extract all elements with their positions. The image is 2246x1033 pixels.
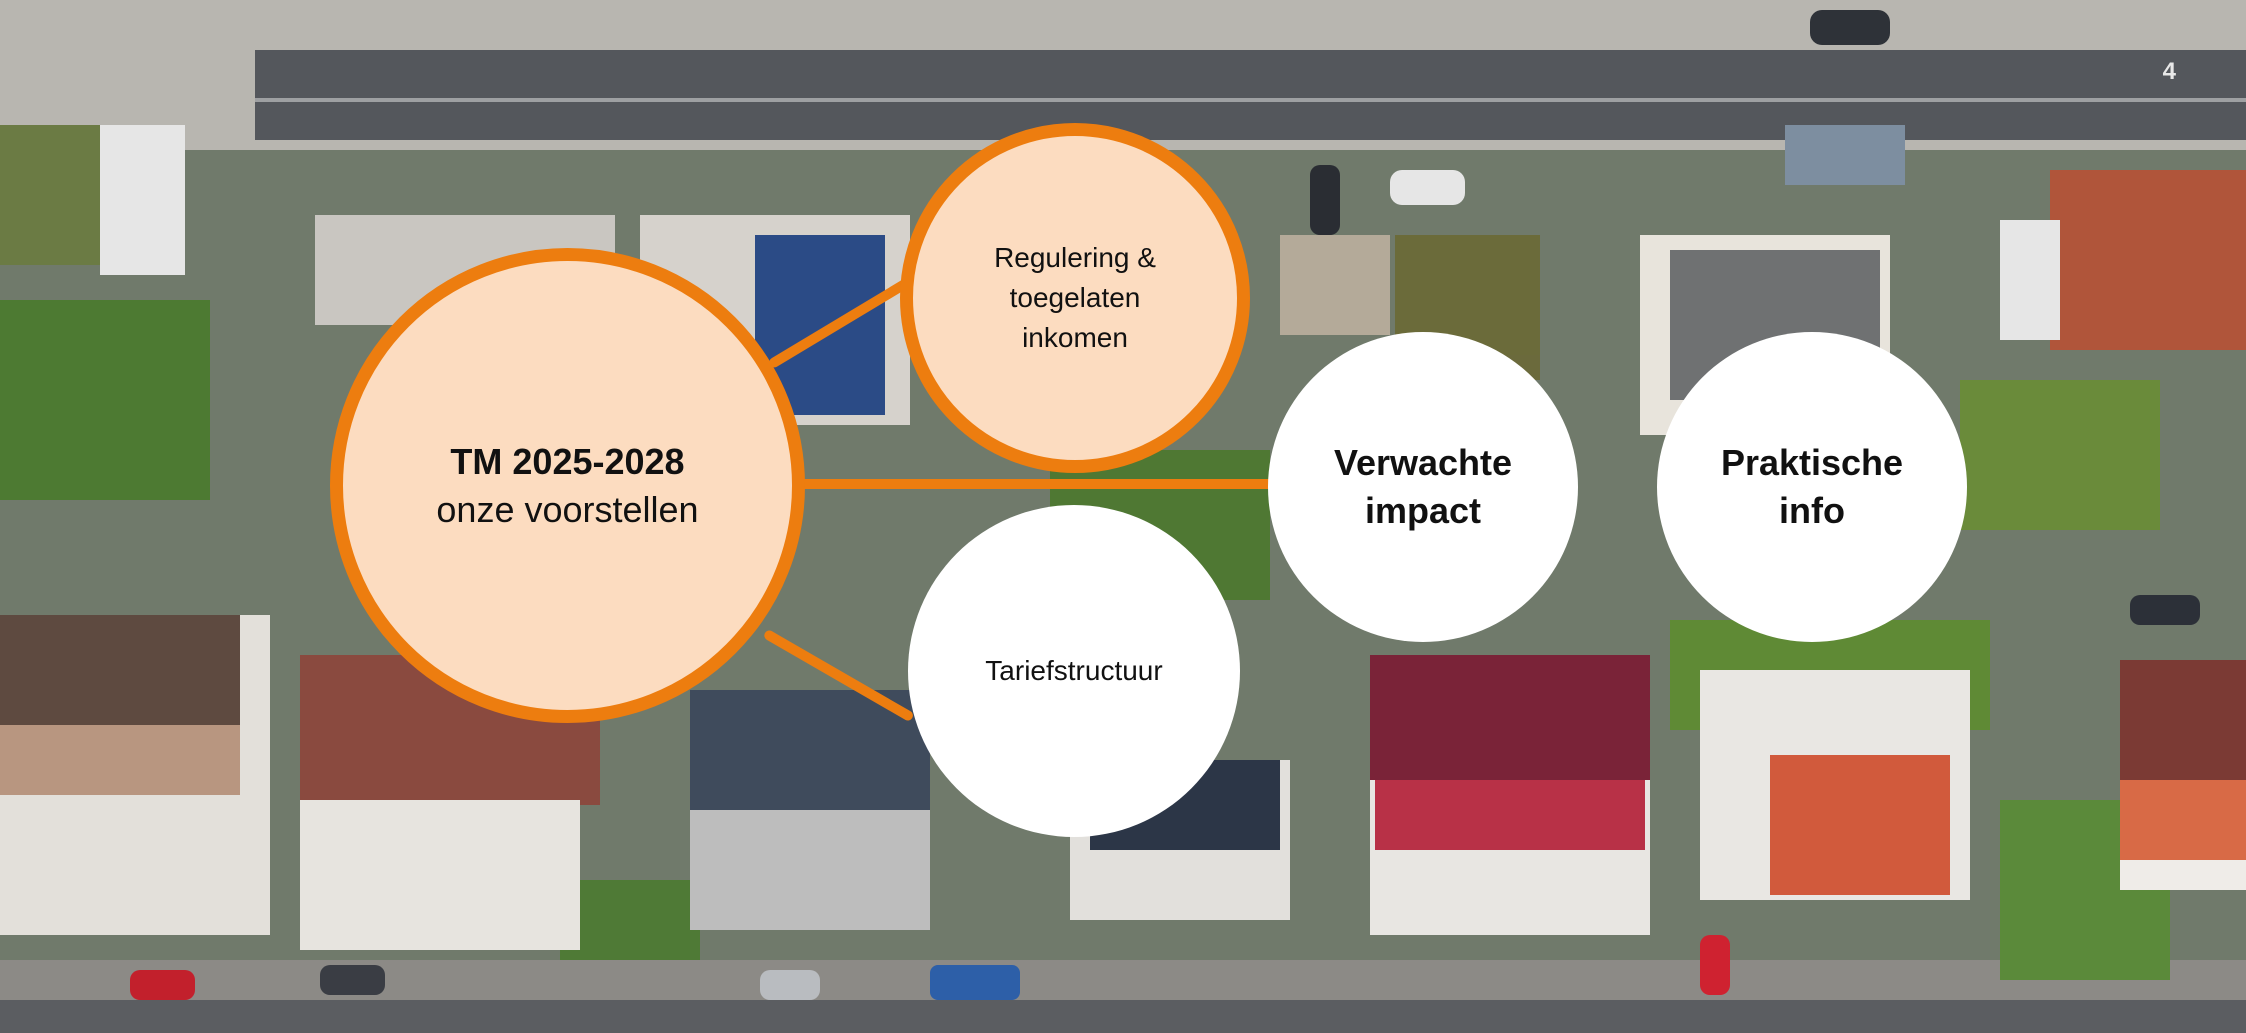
- topic-circle-info[interactable]: Praktische info: [1657, 332, 1967, 642]
- hub-subtitle: onze voorstellen: [436, 488, 699, 530]
- info-label-line2: info: [1779, 490, 1845, 531]
- hub-circle[interactable]: TM 2025-2028 onze voorstellen: [330, 248, 805, 723]
- regulering-label-line2: toegelaten: [1009, 282, 1141, 313]
- info-label-line1: Praktische: [1720, 442, 1904, 483]
- connector-line-impact: [727, 479, 1312, 489]
- regulering-label-line3: inkomen: [1022, 322, 1128, 353]
- topic-circle-impact[interactable]: Verwachte impact: [1268, 332, 1578, 642]
- topic-circle-tariefstructuur[interactable]: Tariefstructuur: [908, 505, 1240, 837]
- tariefstructuur-label: Tariefstructuur: [985, 655, 1163, 686]
- hub-title: TM 2025-2028: [450, 440, 685, 482]
- topic-circle-regulering[interactable]: Regulering & toegelaten inkomen: [900, 123, 1250, 473]
- impact-label-line2: impact: [1364, 490, 1482, 531]
- impact-label-line1: Verwachte: [1333, 442, 1513, 483]
- page-number: 4: [2162, 58, 2176, 85]
- regulering-label-line1: Regulering &: [994, 242, 1156, 273]
